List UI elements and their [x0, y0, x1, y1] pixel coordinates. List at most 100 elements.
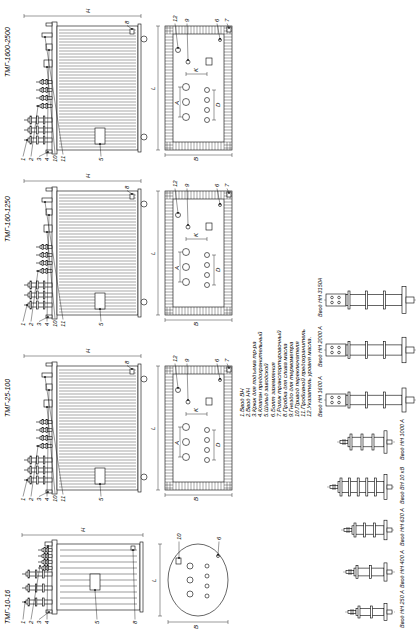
insulator-shed [373, 523, 375, 537]
cooling-fin [165, 289, 173, 290]
bushing-shed [42, 444, 44, 449]
dimension-tick [156, 150, 160, 151]
dimension-line [165, 495, 232, 496]
cooling-fin [224, 26, 225, 34]
cooling-fin [165, 374, 173, 375]
cooling-fin [165, 443, 173, 444]
cooling-fin [224, 455, 232, 456]
bushing-shed [42, 436, 44, 441]
cooling-fin [165, 482, 173, 483]
cooling-fin [224, 440, 232, 441]
cooling-fin [165, 82, 173, 83]
callout-number: 7 [224, 184, 230, 187]
hv-bushing-hole [183, 84, 190, 91]
cooling-fin [59, 45, 136, 46]
bushing-stud [36, 422, 40, 423]
cooling-fin [209, 26, 210, 34]
bushing-shed [37, 466, 39, 474]
cooling-fin [165, 34, 173, 35]
bushing-flange [384, 474, 387, 499]
dimension-tick [178, 427, 182, 428]
cooling-fin [59, 78, 136, 79]
cooling-fin [224, 289, 232, 290]
cooling-fin [224, 34, 232, 35]
cooling-fin [165, 301, 173, 302]
bushing-nut [349, 569, 350, 575]
cooling-fin [165, 422, 173, 423]
cooling-fin [59, 57, 136, 58]
leader-line [31, 446, 38, 497]
dimension-tick [212, 255, 216, 256]
dimension-tick [186, 72, 187, 76]
bushing-shed [46, 269, 48, 274]
thermometer-socket [186, 400, 190, 404]
lv-bushing-hole [205, 88, 210, 93]
insulator-shed [383, 291, 385, 309]
bushing-shed [28, 598, 30, 606]
cooling-fin [59, 114, 136, 115]
dimension-tick [24, 354, 25, 358]
cooling-fin [59, 99, 136, 100]
cooling-fin [185, 142, 186, 150]
cooling-fin [230, 307, 231, 315]
drain-plug [130, 29, 134, 34]
tank-base [138, 189, 141, 317]
cooling-fin [191, 142, 192, 150]
cooling-fin [165, 434, 173, 435]
leader-line [23, 602, 25, 620]
cooling-fin [165, 476, 173, 477]
cooling-fin [224, 253, 232, 254]
leader-line [45, 37, 63, 155]
cooling-fin [165, 404, 173, 405]
bushing-shed [42, 104, 44, 109]
cooling-fin [165, 286, 173, 287]
bushing-shed [37, 291, 39, 299]
dimension-tick [212, 460, 216, 461]
cooling-fin [59, 39, 136, 40]
tank-rib [60, 598, 137, 599]
bushing-shed [46, 80, 48, 85]
cooling-fin [165, 103, 173, 104]
cooling-fin [224, 304, 232, 305]
cooling-fin [218, 307, 219, 315]
insulator-shed [340, 478, 342, 496]
bushing-nut [345, 439, 346, 445]
insulator-body [352, 526, 384, 534]
cooling-fin [59, 279, 136, 280]
cooling-fin [59, 391, 136, 392]
callout-number: 8 [124, 361, 130, 364]
oil-level-indicator [176, 48, 181, 53]
leader-dot [131, 28, 132, 29]
cooling-fin [165, 115, 173, 116]
bushing-stud [22, 588, 26, 589]
tank-cover-top [173, 374, 224, 482]
cooling-fin [165, 241, 173, 242]
cooling-fin [224, 139, 232, 140]
cooling-fin [224, 467, 232, 468]
cooling-fin [167, 482, 168, 490]
lv-bushing-hole [205, 428, 210, 433]
cooling-fin [203, 142, 204, 150]
cooling-fin [59, 261, 136, 262]
cooling-fin [165, 461, 173, 462]
bushing-nut [333, 484, 334, 490]
cooling-fin [165, 55, 173, 56]
bushing-nut [335, 484, 336, 490]
cooling-fin [59, 33, 136, 34]
dimension-line [158, 366, 159, 490]
callout-number: 11 [60, 321, 66, 327]
dimension-tick [158, 544, 162, 545]
bushing-shed [46, 420, 48, 425]
insulator-shed [366, 478, 368, 496]
leader-line [100, 309, 101, 322]
cooling-fin [165, 428, 173, 429]
bushing-shed [46, 261, 48, 266]
cooling-fin [59, 415, 136, 416]
cooling-fin [59, 81, 136, 82]
bushing-shed [46, 104, 48, 109]
cooling-fin [165, 199, 173, 200]
cooling-fin [206, 482, 207, 490]
tank-base [138, 24, 141, 152]
drawing-lines [22, 14, 416, 624]
cooling-fin [206, 307, 207, 315]
